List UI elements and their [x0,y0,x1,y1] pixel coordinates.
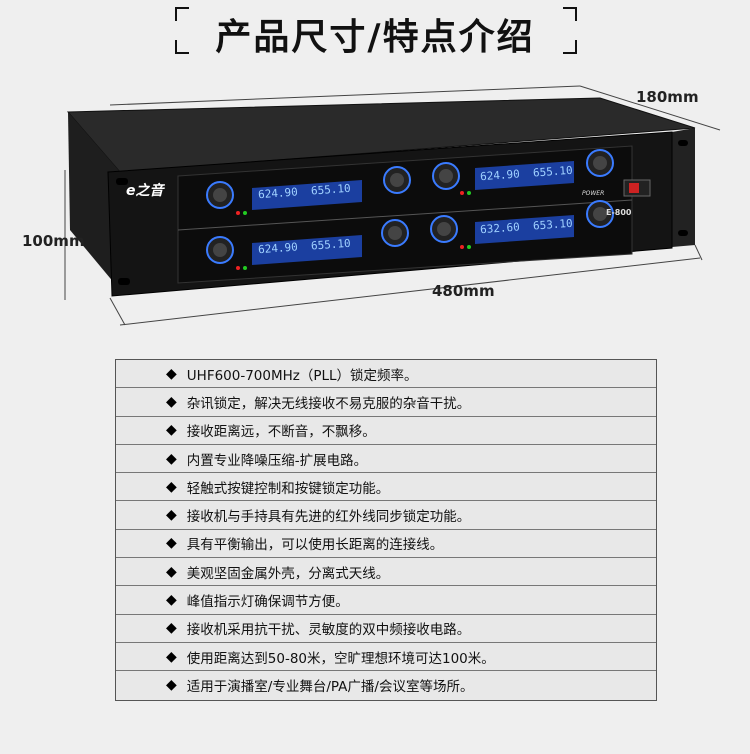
header: 产品尺寸/特点介绍 [0,0,750,64]
dimension-height: 100mm [22,232,85,250]
diamond-icon: ◆ [166,393,177,410]
diamond-icon: ◆ [166,365,177,382]
product-illustration: 624.90 655.10 624.90 655.10 624.90 655.1… [0,70,750,340]
feature-item: ◆轻触式按键控制和按键锁定功能。 [116,473,656,502]
diamond-icon: ◆ [166,677,177,694]
dimension-line [109,85,581,106]
diamond-icon: ◆ [166,450,177,467]
device-drawing [64,85,721,326]
feature-item: ◆内置专业降噪压缩-扩展电路。 [116,445,656,474]
volume-knob [430,215,458,243]
volume-knob [383,166,411,194]
feature-item: ◆具有平衡输出，可以使用长距离的连接线。 [116,530,656,559]
dimension-width: 480mm [432,282,495,300]
page-title: 产品尺寸/特点介绍 [215,17,535,58]
power-label: POWER [582,190,605,197]
bracket-decoration [563,40,577,54]
dimension-depth: 180mm [636,88,699,106]
bracket-decoration [175,40,189,54]
feature-item: ◆峰值指示灯确保调节方便。 [116,586,656,615]
volume-knob [381,219,409,247]
feature-list: ◆UHF600-700MHz（PLL）锁定频率。 ◆杂讯锁定，解决无线接收不易克… [115,359,657,701]
dimension-line [119,257,701,326]
diamond-icon: ◆ [166,648,177,665]
volume-knob [206,181,234,209]
diamond-icon: ◆ [166,507,177,524]
lcd-display [252,235,362,265]
feature-item: ◆UHF600-700MHz（PLL）锁定频率。 [116,360,656,389]
feature-item: ◆接收机与手持具有先进的红外线同步锁定功能。 [116,501,656,530]
diamond-icon: ◆ [166,620,177,637]
feature-item: ◆美观坚固金属外壳，分离式天线。 [116,558,656,587]
feature-item: ◆适用于演播室/专业舞台/PA广播/会议室等场所。 [166,677,474,696]
diamond-icon: ◆ [166,478,177,495]
feature-item: ◆使用距离达到50-80米，空旷理想环境可达100米。 [116,643,656,672]
dimension-line [579,85,721,131]
volume-knob [586,149,614,177]
feature-item: ◆杂讯锁定，解决无线接收不易克服的杂音干扰。 [116,388,656,417]
brand-logo: e之音 [126,183,164,199]
lcd-display [475,161,574,190]
bracket-decoration [175,7,189,21]
device-side [68,112,120,290]
diamond-icon: ◆ [166,592,177,609]
lcd-display [252,180,362,210]
feature-item: ◆接收距离远，不断音，不飘移。 [116,417,656,445]
volume-knob [432,162,460,190]
volume-knob [586,200,614,228]
volume-knob [206,236,234,264]
diamond-icon: ◆ [166,535,177,552]
lcd-display [475,215,574,244]
diamond-icon: ◆ [166,422,177,439]
diamond-icon: ◆ [166,563,177,580]
feature-item: ◆接收机采用抗干扰、灵敏度的双中频接收电路。 [116,615,656,643]
model-label: E-800 [606,208,632,217]
bracket-decoration [563,7,577,21]
